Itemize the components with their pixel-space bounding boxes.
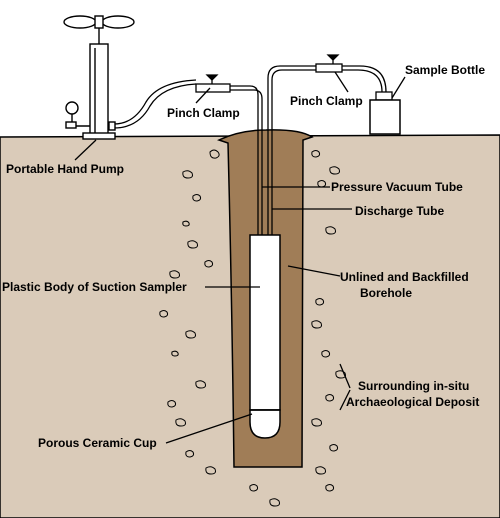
label-pinch-clamp-right: Pinch Clamp	[290, 94, 363, 108]
label-portable-hand-pump: Portable Hand Pump	[6, 162, 124, 176]
sample-bottle-icon	[369, 91, 401, 135]
label-porous-cup: Porous Ceramic Cup	[38, 436, 157, 450]
hand-pump-icon	[63, 15, 135, 140]
pinch-clamp-right-icon	[315, 54, 343, 73]
tubes	[230, 65, 387, 235]
label-unlined-line1: Unlined and Backfilled	[340, 270, 469, 284]
pinch-clamp-left-icon	[195, 74, 231, 93]
sampler-body	[249, 234, 281, 411]
label-pressure-vacuum-tube: Pressure Vacuum Tube	[331, 180, 463, 194]
label-surrounding-line2: Archaeological Deposit	[346, 395, 479, 409]
pressure-vacuum-tube	[230, 85, 259, 235]
label-plastic-body: Plastic Body of Suction Sampler	[2, 280, 187, 294]
discharge-tube	[267, 65, 330, 235]
label-surrounding-line1: Surrounding in-situ	[358, 379, 469, 393]
leader-lines	[74, 71, 406, 444]
label-sample-bottle: Sample Bottle	[405, 63, 485, 77]
label-pinch-clamp-left: Pinch Clamp	[167, 106, 240, 120]
pump-hose	[113, 79, 197, 129]
porous-ceramic-cup	[249, 409, 281, 439]
label-discharge-tube: Discharge Tube	[355, 204, 444, 218]
label-unlined-line2: Borehole	[360, 286, 412, 300]
